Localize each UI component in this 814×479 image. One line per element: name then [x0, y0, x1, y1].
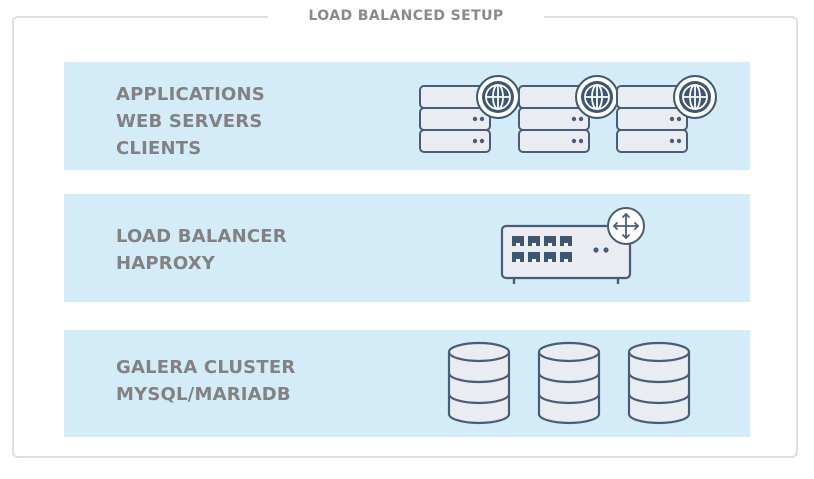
- layer-label-applications: APPLICATIONS: [116, 84, 265, 105]
- web-server-globe-icon: [518, 75, 619, 153]
- layer-label-load-balancer: LOAD BALANCER: [116, 226, 287, 247]
- diagram-title: LOAD BALANCED SETUP: [268, 7, 544, 25]
- database-icon: [447, 341, 511, 425]
- database-icon: [537, 341, 601, 425]
- load-balancer-layer-labels: LOAD BALANCER HAPROXY: [116, 223, 287, 277]
- layer-label-clients: CLIENTS: [116, 138, 202, 159]
- layer-label-web-servers: WEB SERVERS: [116, 111, 263, 132]
- database-icon: [627, 341, 691, 425]
- web-server-globe-icon: [419, 75, 520, 153]
- network-switch-router-icon: [500, 207, 645, 284]
- database-layer-labels: GALERA CLUSTER MYSQL/MARIADB: [116, 354, 295, 408]
- layer-label-mysql-mariadb: MYSQL/MARIADB: [116, 384, 291, 405]
- layer-label-galera-cluster: GALERA CLUSTER: [116, 357, 296, 378]
- layer-label-haproxy: HAPROXY: [116, 253, 216, 274]
- applications-layer-labels: APPLICATIONS WEB SERVERS CLIENTS: [116, 81, 265, 162]
- web-server-globe-icon: [616, 75, 717, 153]
